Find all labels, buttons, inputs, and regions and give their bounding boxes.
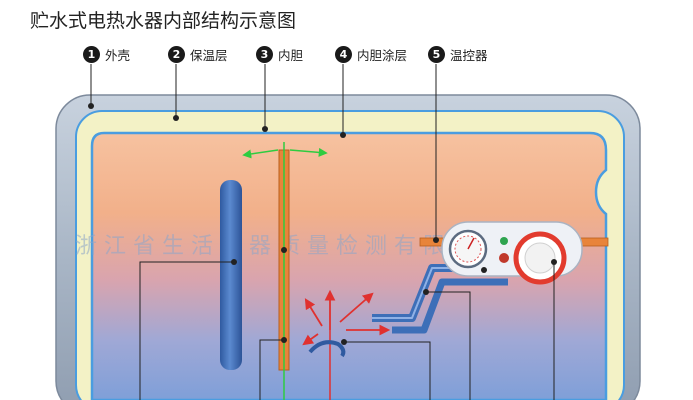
legend-item-thermostat: 5 温控器 (428, 44, 488, 64)
legend-number: 4 (335, 45, 352, 63)
anode-rod (220, 180, 242, 370)
legend-number: 2 (168, 45, 185, 63)
inlet-fitting (308, 340, 346, 358)
legend-item-inner-coating: 4 内胆涂层 (335, 44, 407, 64)
indicator-light-green (500, 237, 508, 245)
legend-number: 5 (428, 45, 445, 63)
red-arrow (304, 298, 323, 327)
red-arrow (302, 333, 319, 346)
legend-item-shell: 1 外壳 (83, 44, 130, 64)
legend-label: 内胆涂层 (357, 47, 408, 63)
red-arrow (339, 292, 374, 323)
green-arrow-left (242, 149, 279, 159)
legend-number: 1 (83, 45, 100, 63)
thermostat-pipe (392, 278, 508, 334)
legend-label: 保温层 (190, 47, 228, 63)
green-arrow-right (289, 147, 328, 157)
gauge-needle (467, 237, 475, 250)
page-title: 贮水式电热水器内部结构示意图 (30, 10, 297, 32)
temperature-knob-center (524, 242, 556, 274)
legend-item-insulation: 2 保温层 (168, 44, 228, 64)
legend-label: 内胆 (278, 47, 304, 63)
legend-label: 温控器 (450, 47, 488, 63)
legend-item-inner-tank: 3 内胆 (256, 44, 303, 64)
legend-label: 外壳 (105, 47, 131, 63)
leader-lines (90, 64, 555, 400)
legend-number: 3 (256, 45, 273, 63)
indicator-light-red (499, 253, 509, 263)
leader-dots (88, 103, 557, 345)
